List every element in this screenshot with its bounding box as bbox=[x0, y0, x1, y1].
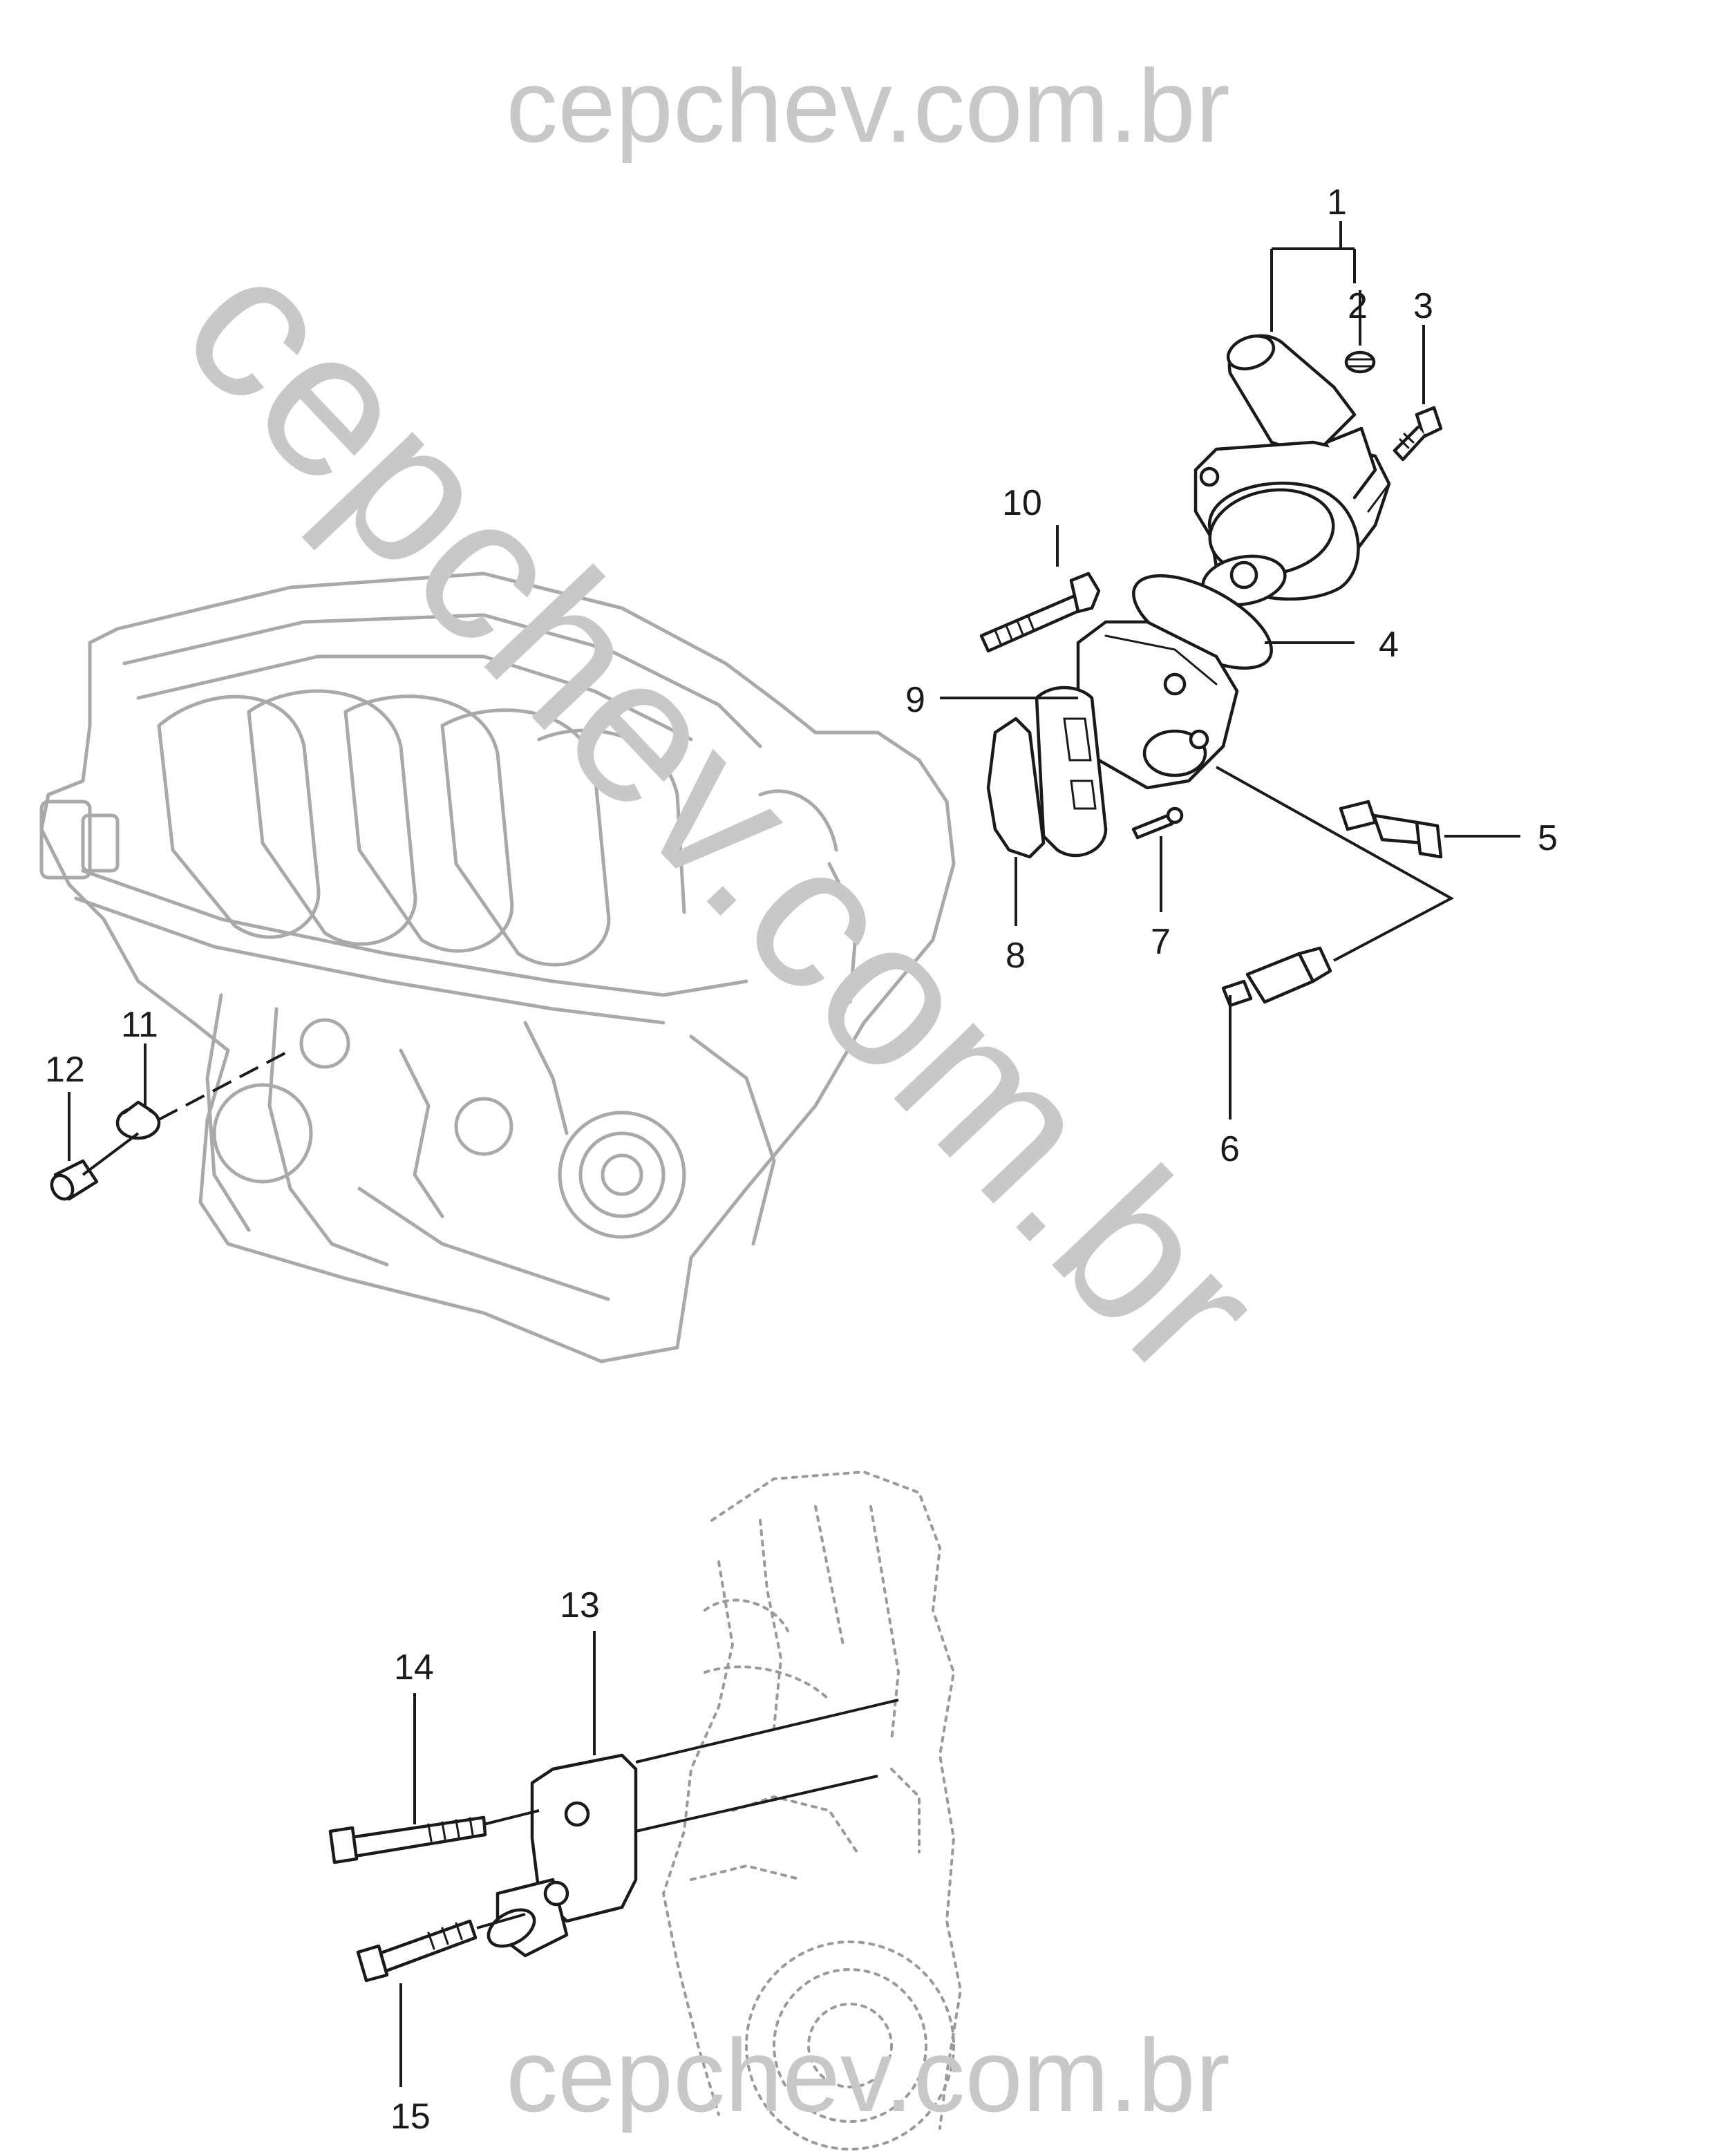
temperature-switch bbox=[1221, 946, 1332, 1008]
callout-5: 5 bbox=[1538, 818, 1558, 858]
coolant-hose bbox=[50, 1159, 99, 1201]
callout-2: 2 bbox=[1348, 286, 1368, 326]
callout-13: 13 bbox=[560, 1585, 600, 1625]
callout-10: 10 bbox=[1002, 483, 1042, 523]
watermark-bottom: cepchev.com.br bbox=[506, 2017, 1230, 2133]
thermostat-housing bbox=[1194, 334, 1391, 607]
temperature-sender bbox=[1339, 800, 1443, 859]
watermark-diagonal: cepchev.com.br bbox=[140, 209, 1305, 1420]
engine-block-illustration bbox=[39, 571, 956, 1363]
outlet-bolt-short bbox=[356, 1919, 478, 1983]
callout-7: 7 bbox=[1151, 922, 1171, 962]
water-outlet bbox=[487, 1753, 638, 1958]
hose-clamp bbox=[115, 1100, 161, 1140]
callout-labels: 1 2 3 4 5 6 7 8 9 10 11 12 13 14 15 bbox=[45, 182, 1558, 2137]
engine-front-illustration bbox=[661, 1470, 963, 2151]
outlet-bolt-long bbox=[328, 1815, 487, 1864]
leader-lines bbox=[68, 221, 1520, 2087]
callout-11: 11 bbox=[121, 1005, 158, 1045]
callout-1: 1 bbox=[1327, 182, 1347, 223]
callout-12: 12 bbox=[45, 1050, 85, 1090]
callout-9: 9 bbox=[905, 680, 925, 720]
callout-14: 14 bbox=[394, 1647, 434, 1688]
adapter-screw bbox=[1131, 806, 1184, 840]
callout-4: 4 bbox=[1379, 625, 1399, 665]
housing-bolt bbox=[1367, 406, 1443, 513]
callout-15: 15 bbox=[390, 2097, 431, 2137]
callout-8: 8 bbox=[1006, 936, 1026, 976]
watermark-top: cepchev.com.br bbox=[506, 48, 1230, 164]
callout-6: 6 bbox=[1220, 1129, 1240, 1169]
coolant-adapter bbox=[1035, 620, 1239, 858]
stud-bolt bbox=[979, 571, 1101, 653]
adapter-gasket bbox=[986, 717, 1046, 859]
callout-3: 3 bbox=[1413, 286, 1433, 326]
bleed-plug bbox=[1344, 350, 1376, 374]
